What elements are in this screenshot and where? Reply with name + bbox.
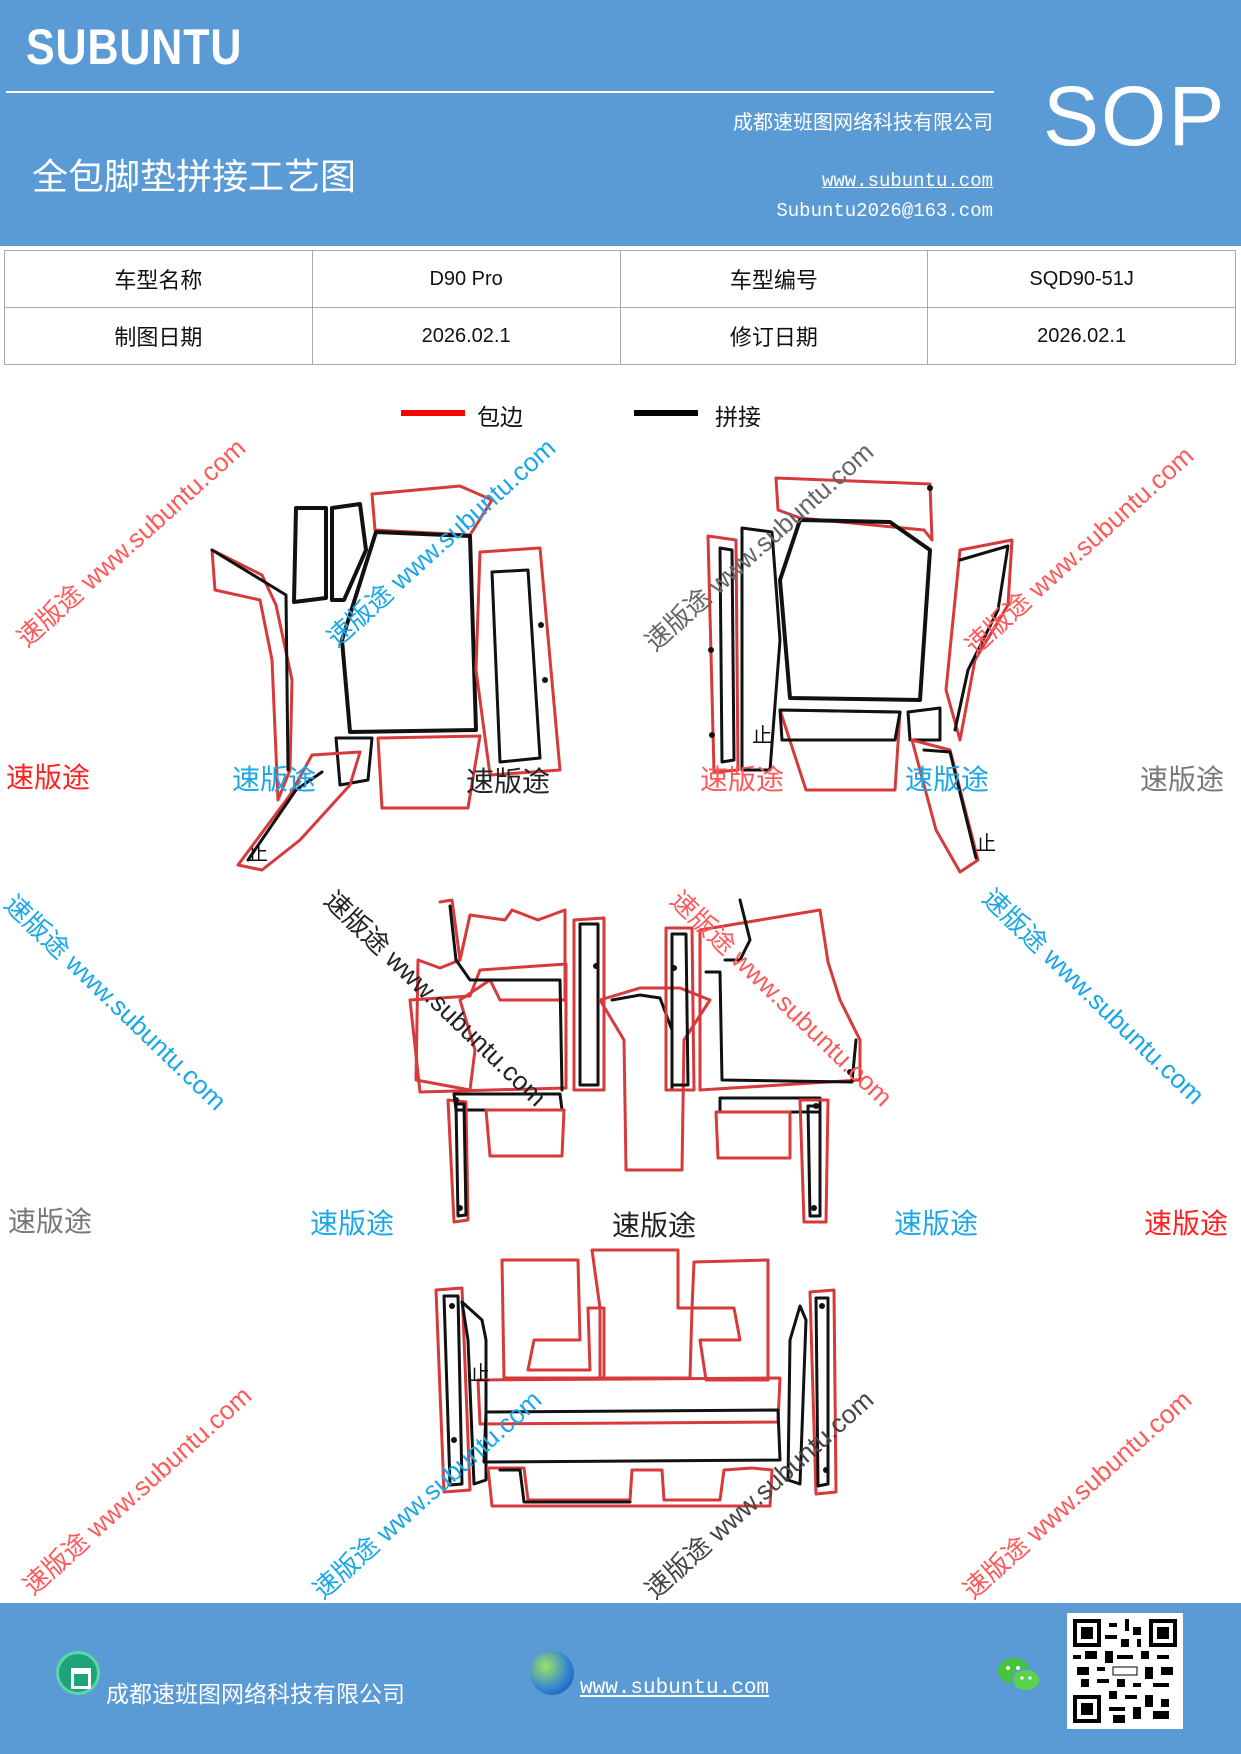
legend-edge-label: 包边 — [477, 405, 523, 431]
front-right-mats: 止 止 — [706, 476, 1014, 874]
watermark-brand: 速版途 — [1144, 1207, 1229, 1240]
header-company: 成都速班图网络科技有限公司 — [733, 110, 993, 134]
wechat-icon — [998, 1658, 1041, 1692]
rear-row-mats: 止 — [434, 1248, 838, 1508]
brand-logo: SUBUNTU — [26, 19, 243, 75]
header-divider — [6, 91, 994, 93]
legend-edge-swatch — [401, 410, 465, 416]
sop-badge: SOP — [1043, 69, 1227, 163]
watermark-brand: 速版途 — [310, 1207, 395, 1240]
qr-code[interactable] — [1067, 1613, 1183, 1729]
drawing-date-label: 制图日期 — [4, 307, 313, 365]
watermark-brand: 速版途 — [700, 763, 785, 796]
model-code-value: SQD90-51J — [927, 250, 1236, 308]
globe-icon — [530, 1651, 574, 1695]
header: SUBUNTU 成都速班图网络科技有限公司 全包脚垫拼接工艺图 www.subu… — [0, 0, 1241, 246]
qr-code-graphic — [1073, 1619, 1177, 1723]
legend-join-label: 拼接 — [715, 405, 761, 431]
watermark-brand: 速版途 — [905, 763, 990, 796]
legend: 包边 拼接 — [0, 398, 1241, 434]
table-row: 车型名称 D90 Pro 车型编号 SQD90-51J — [4, 250, 1236, 308]
model-code-label: 车型编号 — [619, 250, 929, 308]
stop-mark: 止 — [248, 841, 268, 865]
footer-company: 成都速班图网络科技有限公司 — [106, 1682, 405, 1708]
legend-join-swatch — [634, 410, 698, 416]
watermark-brand: 速版途 — [232, 763, 317, 796]
revision-date-label: 修订日期 — [619, 307, 929, 365]
model-name-value: D90 Pro — [311, 250, 621, 308]
watermark-brand: 速版途 — [6, 761, 91, 794]
front-left-mats: 止 — [210, 484, 562, 872]
watermark-brand: 速版途 — [894, 1207, 979, 1240]
drawing-date-value: 2026.02.1 — [311, 307, 621, 365]
watermark-brand: 速版途 — [466, 765, 551, 798]
stop-mark: 止 — [752, 723, 772, 747]
table-row: 制图日期 2026.02.1 修订日期 2026.02.1 — [4, 307, 1236, 365]
info-table: 车型名称 D90 Pro 车型编号 SQD90-51J 制图日期 2026.02… — [4, 250, 1236, 365]
watermark-brand: 速版途 — [8, 1205, 93, 1238]
footer: 成都速班图网络科技有限公司 www.subuntu.com — [0, 1603, 1241, 1754]
model-name-label: 车型名称 — [4, 250, 313, 308]
header-email[interactable]: Subuntu2026@163.com — [776, 200, 993, 222]
watermark-brand: 速版途 — [1140, 763, 1225, 796]
stop-mark: 止 — [976, 831, 996, 855]
revision-date-value: 2026.02.1 — [927, 307, 1236, 365]
stop-mark: 止 — [470, 1361, 490, 1385]
mat-pattern-drawing: 止 止 止 — [210, 476, 1014, 1508]
page-title: 全包脚垫拼接工艺图 — [32, 157, 357, 198]
middle-row-mats — [408, 898, 862, 1224]
watermark-brand: 速版途 — [612, 1209, 697, 1242]
header-website-link[interactable]: www.subuntu.com — [821, 170, 993, 192]
footer-website-link[interactable]: www.subuntu.com — [580, 1677, 770, 1700]
home-icon — [56, 1651, 100, 1695]
